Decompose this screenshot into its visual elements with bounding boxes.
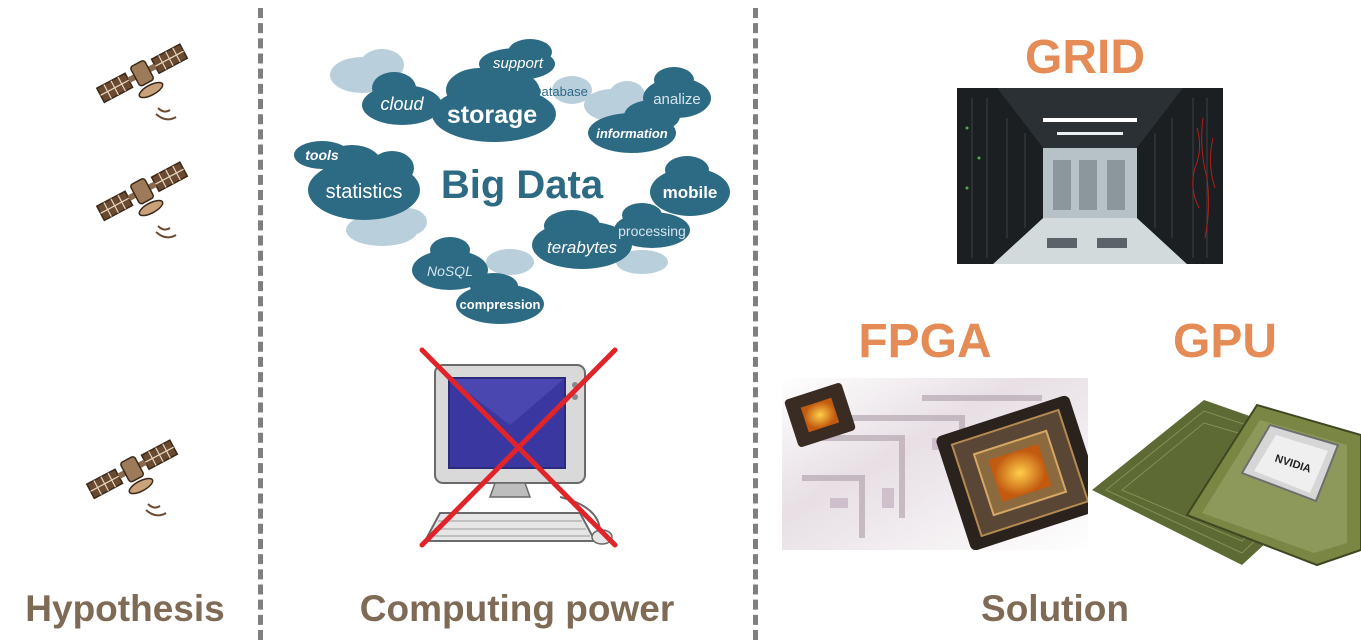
- word-analize: analize: [653, 91, 701, 108]
- word-nosql: NoSQL: [427, 263, 473, 279]
- word-support: support: [493, 55, 544, 72]
- big-data-title: Big Data: [441, 163, 604, 207]
- fpga-label: FPGA: [858, 315, 992, 368]
- word-mobile: mobile: [663, 183, 718, 202]
- gpu-chip-image: NVIDIA: [1092, 400, 1361, 567]
- computing-power-caption: Computing power: [359, 588, 675, 629]
- divider-right: [753, 8, 758, 640]
- grid-label: GRID: [1025, 31, 1145, 84]
- divider-left: [258, 8, 263, 640]
- bigdata-word-cloud: cloud storage support Database analize i…: [294, 39, 730, 324]
- satellite-icon: [85, 439, 179, 517]
- word-compression: compression: [460, 297, 541, 312]
- word-database: Database: [532, 84, 588, 99]
- satellite-icon: [95, 43, 189, 121]
- word-cloud: cloud: [380, 94, 424, 114]
- word-information: information: [596, 126, 668, 141]
- word-terabytes: terabytes: [547, 238, 617, 257]
- satellite-icon: [95, 161, 189, 239]
- word-tools: tools: [305, 147, 339, 163]
- grid-datacenter-image: [957, 88, 1223, 264]
- word-statistics: statistics: [326, 181, 403, 203]
- word-processing: processing: [618, 223, 686, 239]
- fpga-chip-image: [782, 378, 1088, 550]
- crossed-out-computer-icon: [419, 347, 618, 548]
- solution-caption: Solution: [981, 588, 1129, 629]
- word-storage: storage: [447, 101, 537, 129]
- hypothesis-caption: Hypothesis: [25, 588, 225, 629]
- gpu-label: GPU: [1172, 315, 1277, 368]
